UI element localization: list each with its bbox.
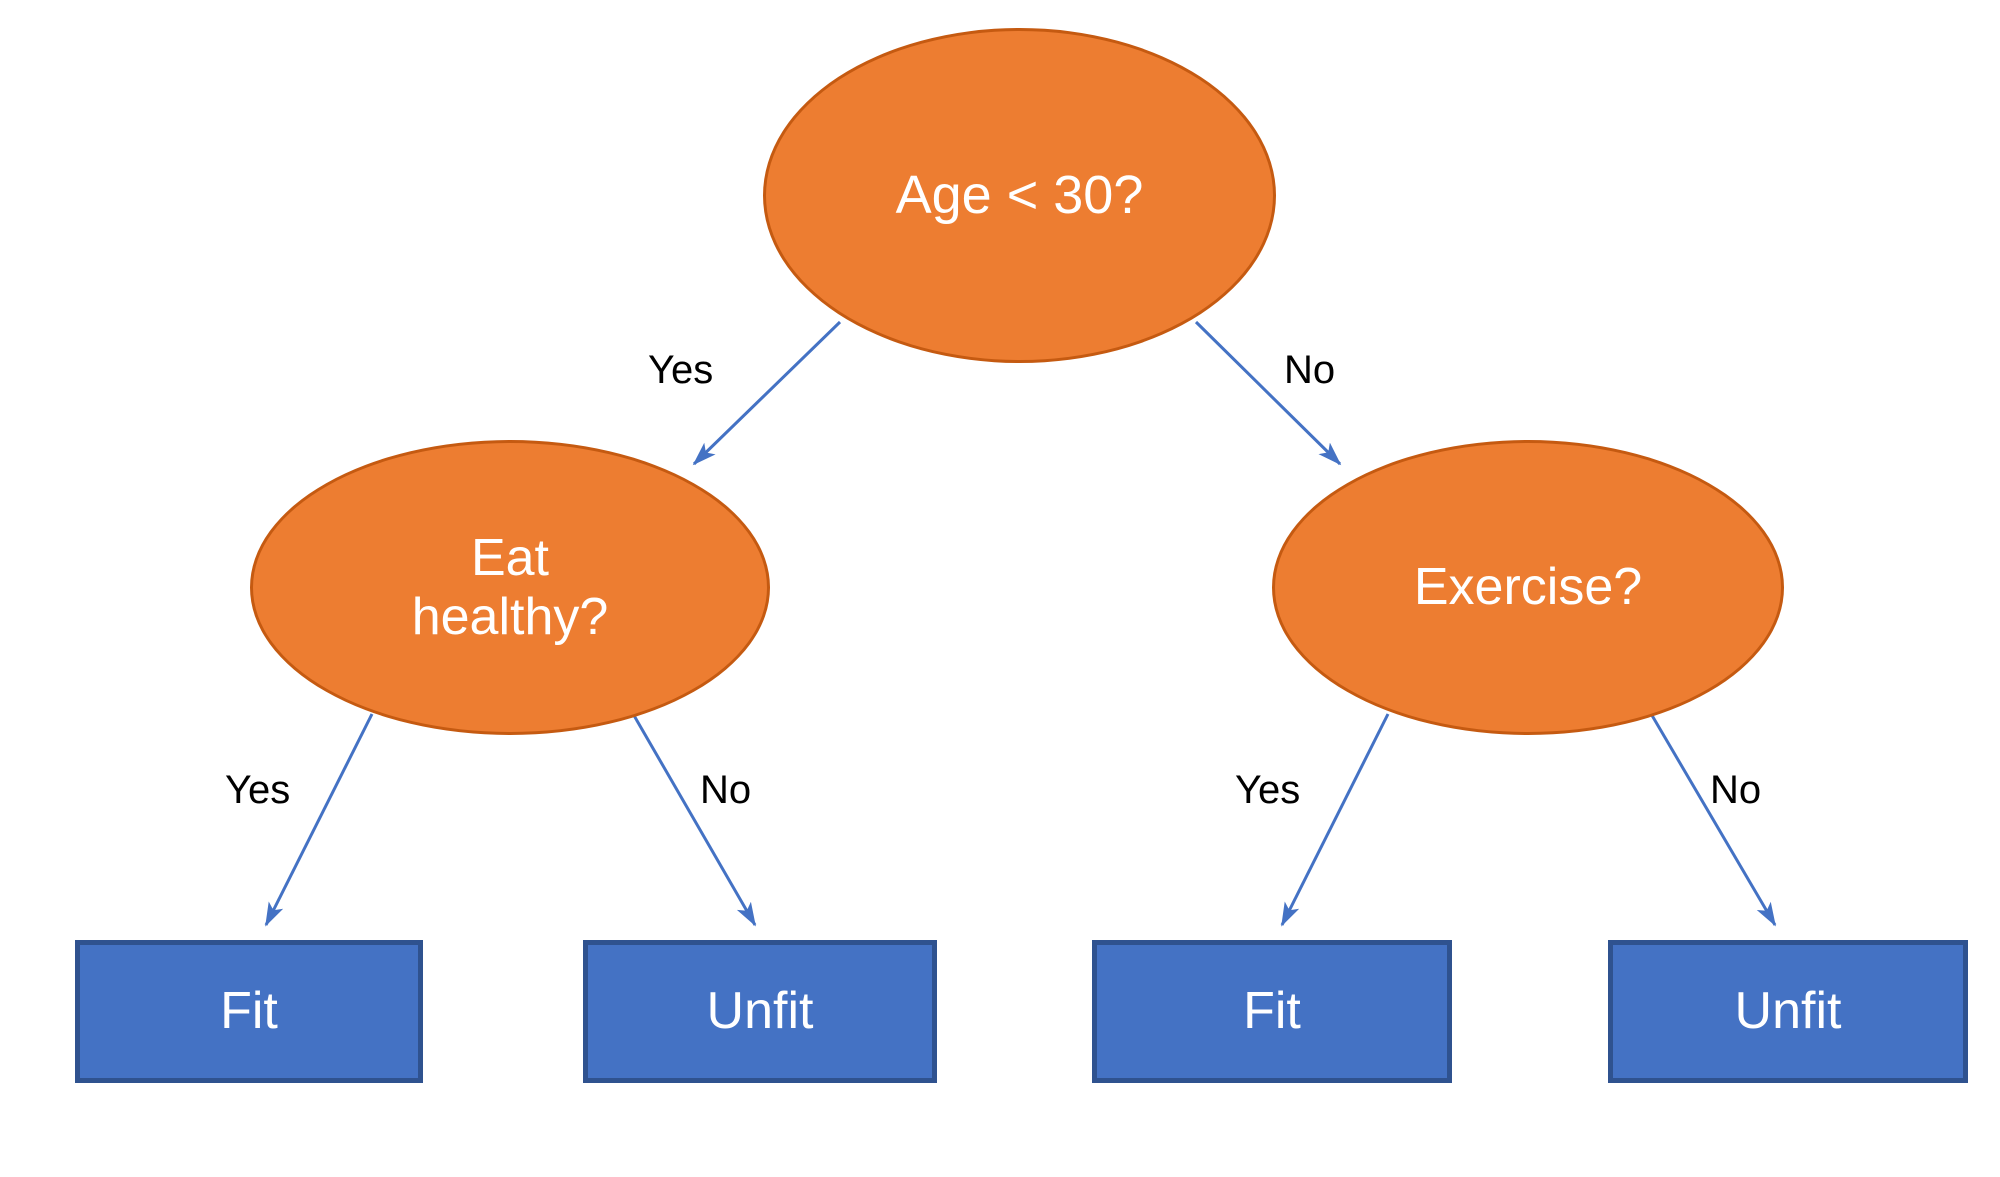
edge-eat-healthy-no [630, 711, 757, 927]
leaf-node-unfit-left[interactable]: Unfit [583, 940, 937, 1083]
edge-label-root-yes: Yes [648, 348, 714, 392]
decision-node-eat-healthy[interactable]: Eat healthy? [250, 440, 770, 735]
edge-eat-healthy-yes [264, 713, 374, 927]
edge-label-eat-healthy-yes: Yes [225, 768, 291, 812]
node-label-exercise: Exercise? [1413, 558, 1643, 617]
edge-exercise-no [1648, 711, 1777, 927]
decision-node-root[interactable]: Age < 30? [763, 28, 1276, 363]
edge-exercise-yes [1280, 713, 1390, 927]
edge-label-root-no: No [1284, 348, 1336, 392]
node-label-leaf-unfit-left: Unfit [706, 982, 814, 1041]
edge-label-eat-healthy-no: No [700, 768, 752, 812]
node-label-leaf-fit-right: Fit [1243, 982, 1301, 1041]
node-label-eat-healthy: Eat healthy? [411, 529, 609, 646]
node-label-root: Age < 30? [895, 165, 1144, 226]
leaf-node-unfit-right[interactable]: Unfit [1608, 940, 1968, 1083]
leaf-node-fit-right[interactable]: Fit [1092, 940, 1452, 1083]
edge-label-exercise-yes: Yes [1235, 768, 1301, 812]
leaf-node-fit-left[interactable]: Fit [75, 940, 423, 1083]
edge-root-no [1194, 320, 1342, 466]
node-label-leaf-fit-left: Fit [220, 982, 278, 1041]
node-label-leaf-unfit-right: Unfit [1734, 982, 1842, 1041]
edge-label-exercise-no: No [1710, 768, 1762, 812]
decision-node-exercise[interactable]: Exercise? [1272, 440, 1784, 735]
edge-root-yes [692, 320, 842, 466]
